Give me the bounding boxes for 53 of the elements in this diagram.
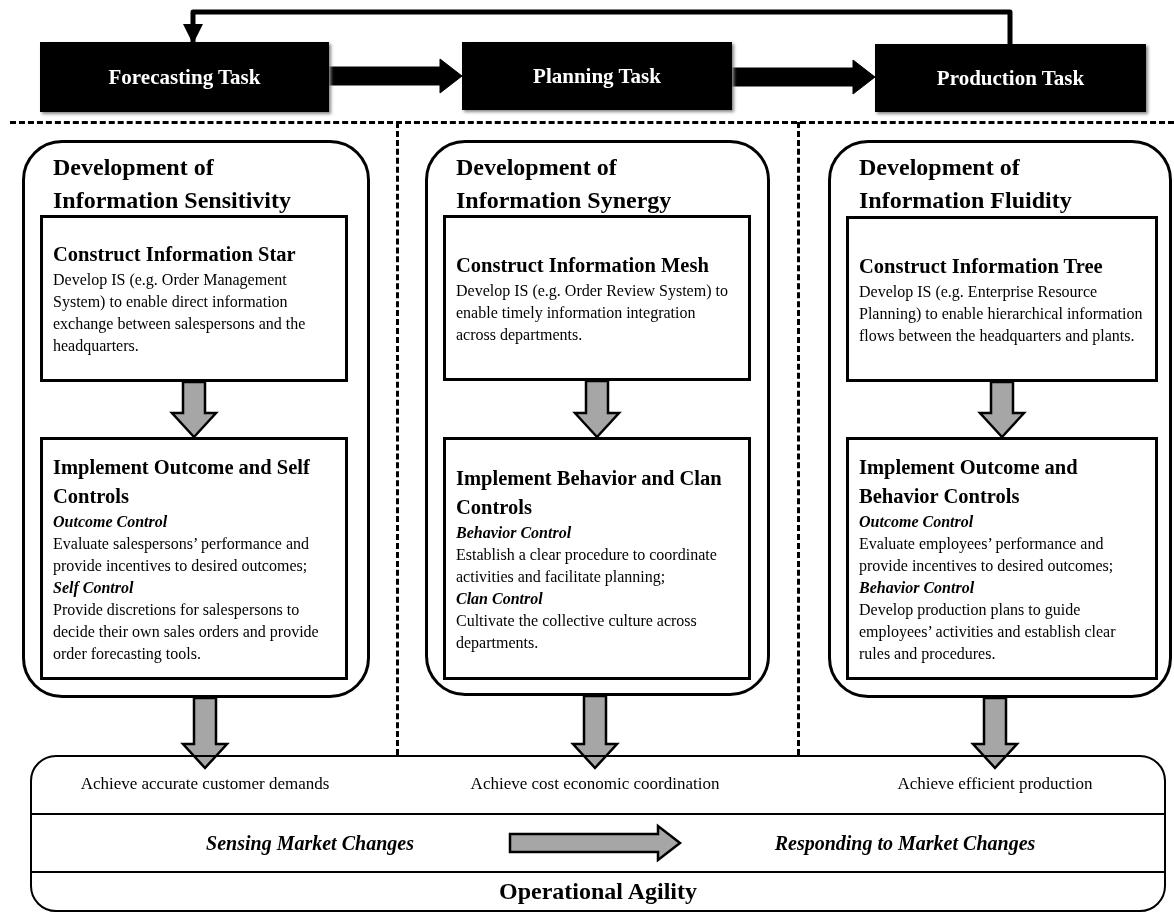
box-heading: Implement Behavior and Clan Controls xyxy=(456,465,723,520)
outcome-text: Achieve cost economic coordination xyxy=(430,768,760,800)
block-arrow xyxy=(977,380,1027,439)
process-box xyxy=(40,437,348,680)
rounded-panel xyxy=(828,140,1172,698)
panel-title: Operational Agility xyxy=(498,877,698,906)
block-arrow xyxy=(328,58,463,94)
panel-heading: Development of Information Fluidity xyxy=(859,153,1073,215)
description: Develop IS (e.g. Order Management System) to enable direct information exchange between salespersons and the headquarters. xyxy=(53,270,307,357)
box-heading: Construct Information Tree xyxy=(859,253,1104,279)
subheading: Outcome Control xyxy=(53,511,169,532)
description: Cultivate the collective culture across departments. xyxy=(456,610,698,654)
connector-arrow xyxy=(183,9,1013,44)
subheading: Behavior Control xyxy=(456,522,573,543)
description: Establish a clear procedure to coordinate activities and facilitate planning; xyxy=(456,544,718,588)
description: Evaluate salespersons’ performance and provide incentives to desired outcomes; xyxy=(53,533,311,577)
subheading: Behavior Control xyxy=(859,577,976,598)
rounded-panel xyxy=(22,140,370,698)
block-arrow xyxy=(731,59,876,95)
description: Provide discretions for salespersons to decide their own sales orders and provide order forecasting tools. xyxy=(53,599,320,665)
description: Develop IS (e.g. Order Review System) to enable timely information integration across departments. xyxy=(456,280,729,346)
box-heading: Construct Information Mesh xyxy=(456,252,710,278)
process-box xyxy=(443,215,751,381)
subheading: Outcome Control xyxy=(859,511,975,532)
description: Develop IS (e.g. Enterprise Resource Planning) to enable hierarchical information flows between the headquarters and plants. xyxy=(859,281,1144,347)
process-box xyxy=(443,437,751,680)
subheading: Clan Control xyxy=(456,588,544,609)
market-text: Sensing Market Changes xyxy=(110,826,510,860)
description: Develop production plans to guide employees’ activities and establish clear rules and procedures. xyxy=(859,599,1117,665)
box-heading: Implement Outcome and Self Controls xyxy=(53,454,311,509)
block-arrow xyxy=(169,380,219,439)
task-box: Production Task xyxy=(875,44,1146,112)
task-box: Planning Task xyxy=(462,42,732,110)
task-box: Forecasting Task xyxy=(40,42,329,112)
box-heading: Construct Information Star xyxy=(53,242,297,267)
rounded-panel xyxy=(425,140,770,696)
process-box xyxy=(846,437,1158,680)
block-arrow xyxy=(572,379,622,439)
panel-heading: Development of Information Sensitivity xyxy=(53,153,292,215)
process-box xyxy=(40,215,348,382)
outcome-panel xyxy=(30,755,1166,912)
block-arrow xyxy=(180,696,230,770)
panel-heading: Development of Information Synergy xyxy=(456,153,673,215)
block-arrow xyxy=(570,694,620,770)
box-heading: Implement Outcome and Behavior Controls xyxy=(859,454,1079,509)
subheading: Self Control xyxy=(53,577,135,599)
block-arrow xyxy=(508,823,683,863)
market-text: Responding to Market Changes xyxy=(680,826,1130,860)
block-arrow xyxy=(970,696,1020,770)
description: Evaluate employees’ performance and provide incentives to desired outcomes; xyxy=(859,533,1115,577)
outcome-text: Achieve efficient production xyxy=(840,768,1150,800)
process-box xyxy=(846,216,1158,382)
outcome-text: Achieve accurate customer demands xyxy=(45,768,365,800)
